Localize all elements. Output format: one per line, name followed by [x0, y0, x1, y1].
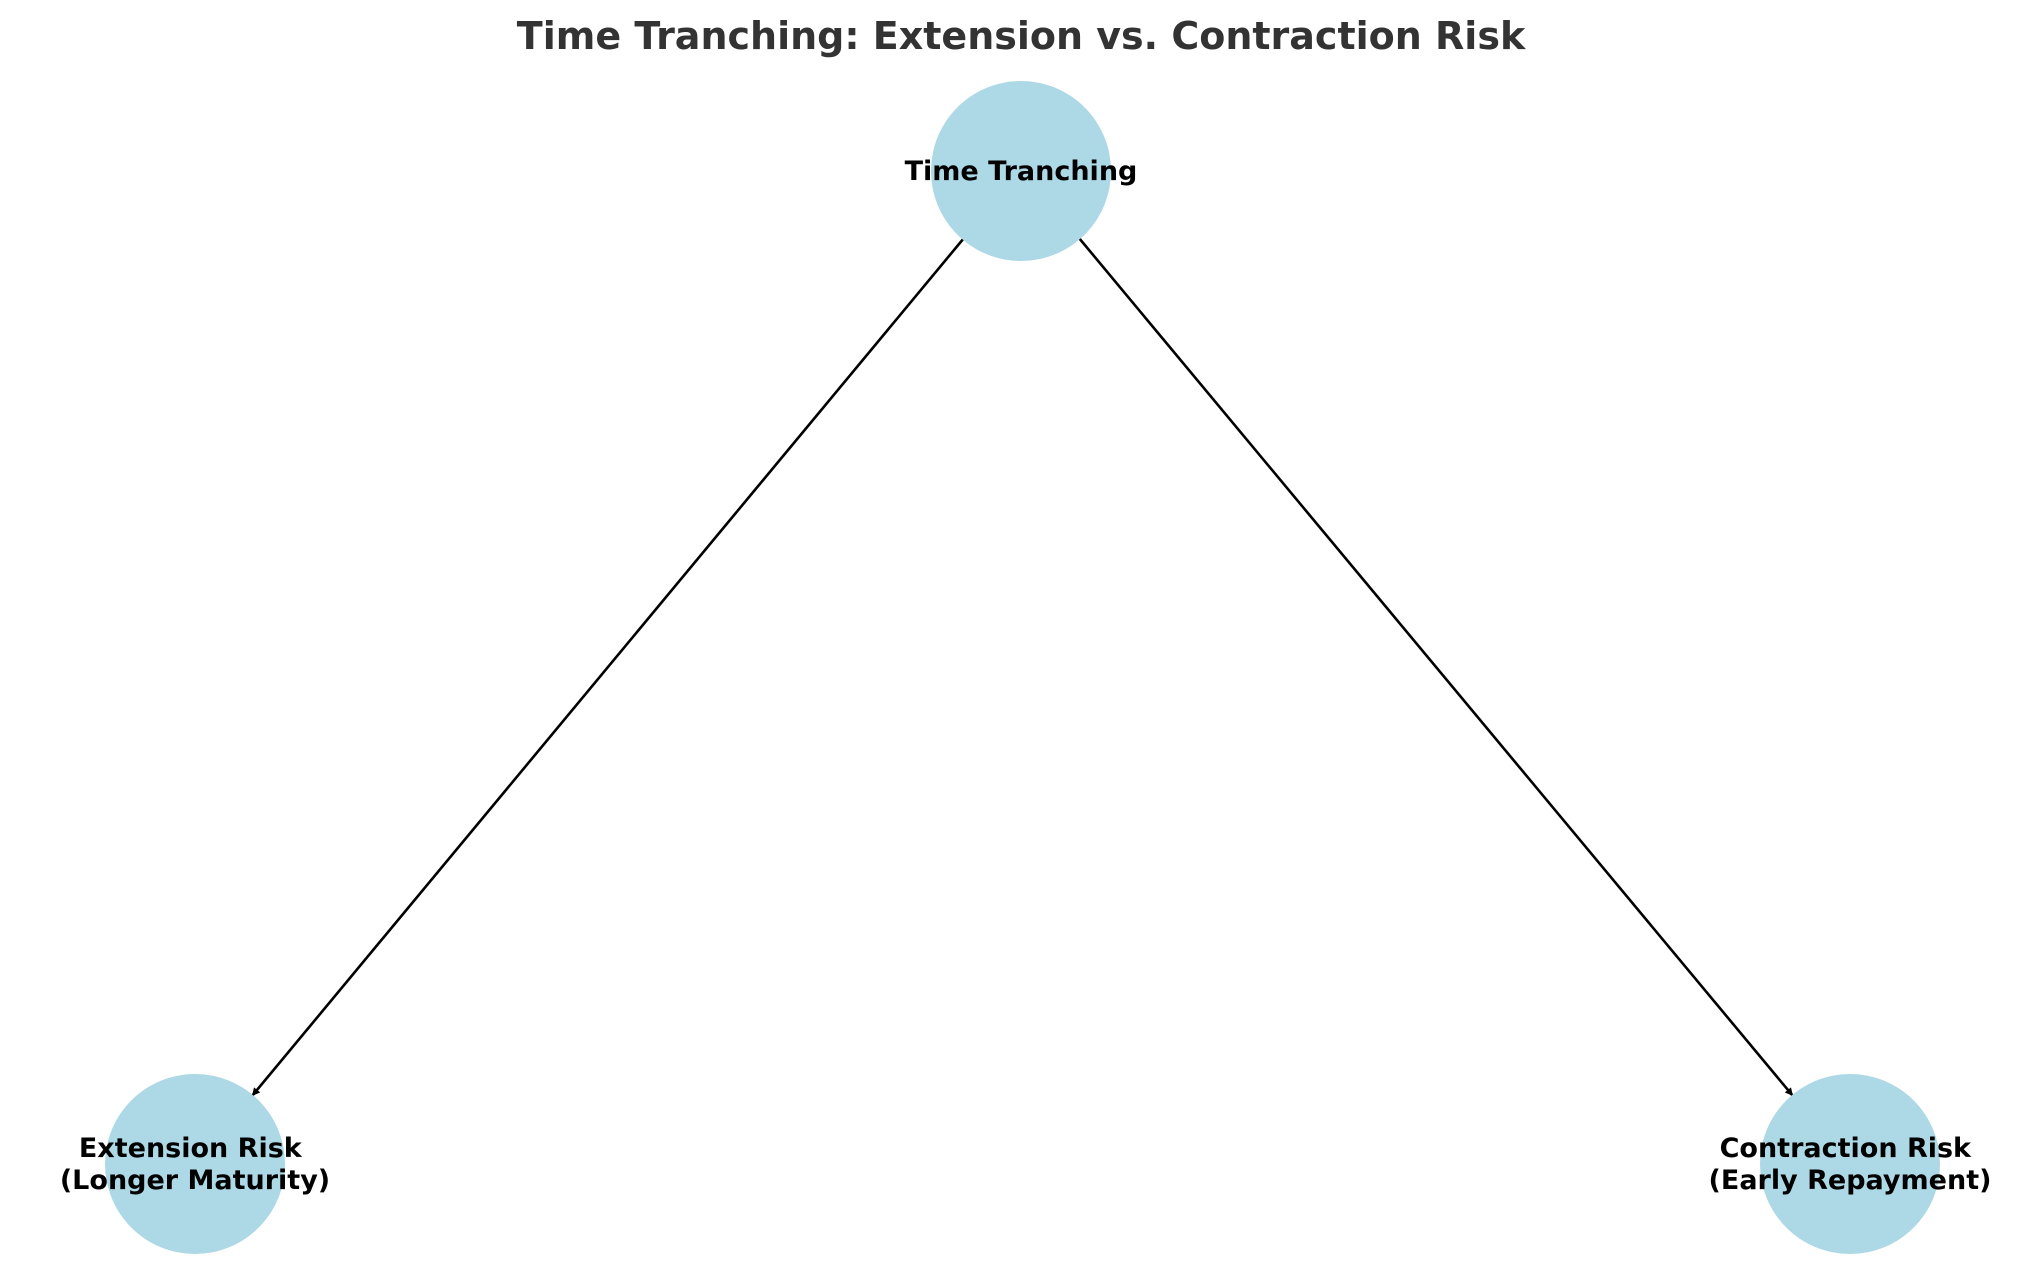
node-contraction-risk: Contraction Risk (Early Repayment) [1709, 1074, 1992, 1254]
node-time-tranching: Time Tranching [905, 81, 1138, 261]
node-contraction-risk-circle [1760, 1074, 1940, 1254]
node-contraction-risk-label-line-1: Contraction Risk [1720, 1133, 1972, 1164]
node-extension-risk-label: Extension Risk (Longer Maturity) [60, 1133, 330, 1196]
diagram-title: Time Tranching: Extension vs. Contractio… [517, 14, 1526, 58]
nodes-layer: Time Tranching Extension Risk (Longer Ma… [60, 81, 1992, 1254]
node-contraction-risk-label-line-2: (Early Repayment) [1709, 1165, 1992, 1196]
node-contraction-risk-label: Contraction Risk (Early Repayment) [1709, 1133, 1992, 1196]
node-extension-risk-label-line-2: (Longer Maturity) [60, 1165, 330, 1196]
edge-time-tranching-to-extension-risk [250, 237, 966, 1097]
edges-layer [250, 237, 1794, 1097]
node-time-tranching-label-line-1: Time Tranching [905, 156, 1138, 187]
node-extension-risk-circle [105, 1074, 285, 1254]
node-extension-risk-label-line-1: Extension Risk [79, 1133, 303, 1164]
node-extension-risk: Extension Risk (Longer Maturity) [60, 1074, 330, 1254]
edge-time-tranching-to-contraction-risk [1078, 237, 1794, 1097]
node-time-tranching-label: Time Tranching [905, 156, 1138, 187]
node-time-tranching-circle [931, 81, 1111, 261]
